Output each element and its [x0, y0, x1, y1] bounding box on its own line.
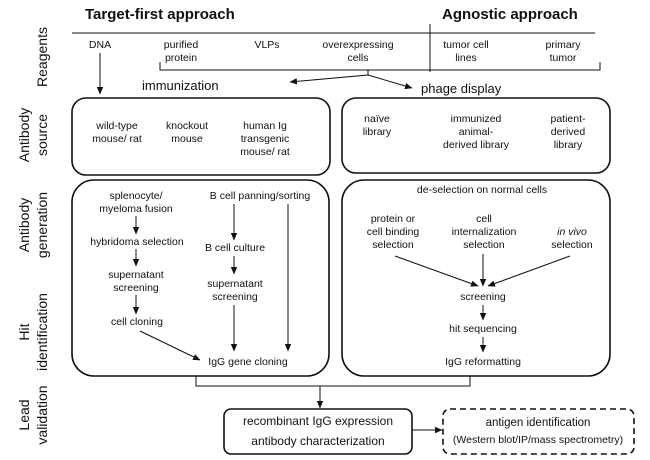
immunization-source-box — [71, 97, 331, 176]
phage-display-label: phage display — [421, 81, 502, 96]
antigen-methods: (Western blot/IP/mass spectrometry) — [453, 434, 623, 446]
row-label-hit-identification: Hit identification — [16, 293, 50, 371]
svg-text:immunized: immunized — [451, 113, 502, 125]
step-hybridoma-selection: hybridoma selection — [90, 236, 184, 248]
svg-text:Hit: Hit — [16, 323, 32, 340]
svg-text:supernatant: supernatant — [207, 278, 263, 290]
reagent-overexpressing-cells: overexpressing cells — [322, 39, 393, 64]
svg-text:naïve: naïve — [364, 113, 390, 125]
svg-text:screening: screening — [212, 291, 258, 303]
step-internalization-selection: cell internalization selection — [452, 213, 517, 251]
svg-text:myeloma fusion: myeloma fusion — [99, 203, 173, 215]
reagent-purified-protein: purified protein — [164, 39, 199, 64]
lead-validation-box — [223, 408, 413, 455]
svg-text:cells: cells — [347, 52, 368, 64]
svg-text:human Ig: human Ig — [243, 120, 287, 132]
step-fusion: splenocyte/ myeloma fusion — [99, 190, 173, 215]
step-hit-sequencing: hit sequencing — [449, 323, 517, 335]
svg-text:patient-: patient- — [550, 113, 586, 125]
svg-text:selection: selection — [372, 239, 414, 251]
svg-text:identification: identification — [34, 293, 50, 371]
svg-text:selection: selection — [463, 239, 505, 251]
step-screening: screening — [460, 291, 506, 303]
source-human-ig: human Ig transgenic mouse/ rat — [240, 120, 290, 158]
svg-text:purified: purified — [164, 39, 199, 51]
svg-text:library: library — [554, 139, 583, 151]
svg-text:cell: cell — [476, 213, 492, 225]
phage-source-box — [341, 97, 611, 174]
step-cell-cloning: cell cloning — [111, 316, 163, 328]
step-b-cell-culture: B cell culture — [205, 242, 265, 254]
connector-workflows-to-lead — [195, 376, 471, 387]
target-first-header: Target-first approach — [85, 6, 235, 23]
step-b-cell-panning: B cell panning/sorting — [210, 190, 311, 202]
svg-text:protein or: protein or — [371, 213, 416, 225]
svg-text:splenocyte/: splenocyte/ — [109, 190, 162, 202]
source-naive-library: naïve library — [363, 113, 392, 138]
step-supernatant-screening-a: supernatant screening — [108, 269, 164, 294]
svg-text:tumor: tumor — [550, 52, 577, 64]
svg-text:source: source — [34, 114, 50, 156]
arrow-invivo-screening — [487, 255, 571, 287]
svg-text:in vivo: in vivo — [557, 226, 587, 238]
reagent-vlps: VLPs — [254, 39, 279, 51]
svg-text:generation: generation — [34, 192, 50, 258]
reagent-tumor-cell-lines: tumor cell lines — [443, 39, 489, 64]
svg-text:knockout: knockout — [166, 120, 208, 132]
svg-text:derived: derived — [551, 126, 586, 138]
svg-text:tumor cell: tumor cell — [443, 39, 489, 51]
svg-text:wild-type: wild-type — [95, 120, 138, 132]
svg-text:mouse: mouse — [171, 133, 203, 145]
svg-text:cell binding: cell binding — [367, 226, 420, 238]
step-igg-reformatting: IgG reformatting — [445, 356, 521, 368]
svg-text:transgenic: transgenic — [241, 133, 289, 145]
svg-text:overexpressing: overexpressing — [322, 39, 393, 51]
source-knockout: knockout mouse — [166, 120, 208, 145]
svg-text:primary: primary — [545, 39, 581, 51]
antigen-identification-box — [442, 408, 635, 455]
phage-workflow-box — [341, 179, 611, 377]
row-label-reagents: Reagents — [34, 27, 50, 87]
source-wild-type: wild-type mouse/ rat — [92, 120, 142, 145]
svg-text:mouse/ rat: mouse/ rat — [240, 146, 290, 158]
arrow-cloning-igg — [139, 330, 201, 361]
row-label-lead-validation: Lead validation — [16, 385, 50, 444]
step-supernatant-screening-b: supernatant screening — [207, 278, 263, 303]
step-protein-binding-selection: protein or cell binding selection — [367, 213, 420, 251]
reagent-primary-tumor: primary tumor — [545, 39, 581, 64]
bracket-to-phage-arrow — [367, 74, 413, 90]
row-label-antibody-generation: Antibody generation — [16, 192, 50, 258]
source-immunized-library: immunized animal- derived library — [443, 113, 510, 151]
bracket-to-immunization-arrow — [289, 70, 369, 85]
svg-text:protein: protein — [165, 52, 197, 64]
svg-text:Lead: Lead — [16, 399, 32, 430]
antigen-identification: antigen identification — [486, 417, 591, 429]
svg-text:internalization: internalization — [452, 226, 517, 238]
svg-text:supernatant: supernatant — [108, 269, 164, 281]
svg-text:derived library: derived library — [443, 139, 510, 151]
step-in-vivo-selection: in vivo selection — [551, 226, 593, 251]
reagent-dna: DNA — [89, 39, 111, 51]
immunization-workflow-box — [71, 179, 330, 377]
svg-text:mouse/ rat: mouse/ rat — [92, 133, 142, 145]
step-igg-gene-cloning: IgG gene cloning — [208, 356, 288, 368]
svg-text:Antibody: Antibody — [16, 108, 32, 162]
source-patient-library: patient- derived library — [550, 113, 586, 151]
svg-text:selection: selection — [551, 239, 593, 251]
agnostic-header: Agnostic approach — [442, 6, 578, 23]
svg-text:lines: lines — [455, 52, 477, 64]
svg-text:library: library — [363, 126, 392, 138]
svg-text:Antibody: Antibody — [16, 198, 32, 252]
antibody-characterization: antibody characterization — [251, 434, 384, 448]
reagents-bracket — [159, 62, 601, 71]
recombinant-igg-expression: recombinant IgG expression — [243, 414, 393, 428]
arrow-binding-screening — [394, 255, 479, 287]
row-label-antibody-source: Antibody source — [16, 108, 50, 162]
svg-text:screening: screening — [113, 282, 159, 294]
step-deselection: de-selection on normal cells — [417, 184, 547, 196]
svg-text:animal-: animal- — [459, 126, 494, 138]
immunization-label: immunization — [142, 78, 219, 93]
svg-text:validation: validation — [34, 385, 50, 444]
